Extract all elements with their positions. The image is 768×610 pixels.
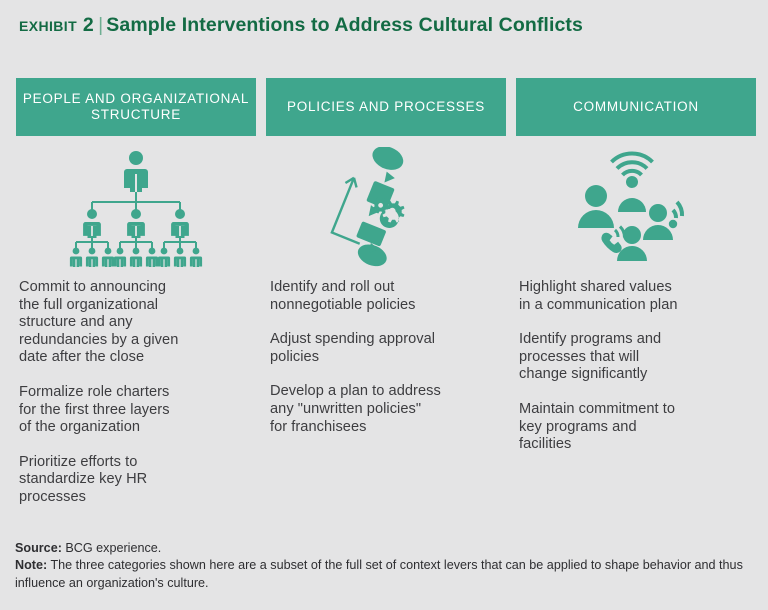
page-title: Exhibit 2|Sample Interventions to Addres…	[19, 13, 583, 37]
bullet-item: Prioritize efforts to standardize key HR…	[19, 453, 148, 505]
bullet-item: Formalize role charters for the first th…	[19, 383, 170, 436]
bullet-item: Maintain commitment to key programs and …	[519, 400, 676, 453]
column-bullets-communication: Highlight shared values in a communicati…	[516, 279, 756, 454]
footer-notes: Source: BCG experience. Note: The three …	[15, 540, 755, 592]
title-headline: Sample Interventions to Address Cultural…	[106, 14, 583, 36]
bullet-item: Adjust spending approval policies	[270, 331, 436, 365]
column-header-policies: POLICIES AND PROCESSES	[266, 78, 506, 136]
column-header-communication: COMMUNICATION	[516, 78, 756, 136]
exhibit-number-label: Exhibit 2	[19, 14, 95, 36]
column-bullets-people: Commit to announcing the full organizati…	[16, 279, 256, 507]
people-broadcast-communication-icon	[516, 140, 756, 275]
footer-note-text: The three categories shown here are a su…	[15, 558, 743, 590]
org-chart-hierarchy-icon	[16, 140, 256, 275]
column-communication: COMMUNICATION	[516, 78, 756, 471]
bullet-item: Identify programs and processes that wil…	[519, 331, 662, 383]
bullet-item: Develop a plan to address any "unwritten…	[270, 383, 441, 435]
column-header-people: PEOPLE AND ORGANIZATIONAL STRUCTURE	[16, 78, 256, 136]
process-flowchart-gears-icon	[266, 140, 506, 275]
footer-note-label: Note:	[15, 558, 48, 573]
footer-note-line: Note: The three categories shown here ar…	[15, 557, 755, 592]
column-bullets-policies: Identify and roll out nonnegotiable poli…	[266, 279, 506, 436]
column-people-and-organizational-structure: PEOPLE AND ORGANIZATIONAL STRUCTURE	[16, 78, 256, 524]
bullet-item: Commit to announcing the full organizati…	[19, 279, 179, 366]
bullet-item: Identify and roll out nonnegotiable poli…	[270, 279, 416, 313]
title-separator: |	[98, 14, 104, 36]
columns-container: PEOPLE AND ORGANIZATIONAL STRUCTURE	[0, 78, 768, 508]
column-policies-and-processes: POLICIES AND PROCESSES	[266, 78, 506, 453]
footer-source-label: Source:	[15, 541, 62, 555]
footer-source-text: BCG experience.	[65, 541, 162, 555]
bullet-item: Highlight shared values in a communicati…	[519, 279, 678, 313]
footer-source-line: Source: BCG experience.	[15, 540, 755, 557]
